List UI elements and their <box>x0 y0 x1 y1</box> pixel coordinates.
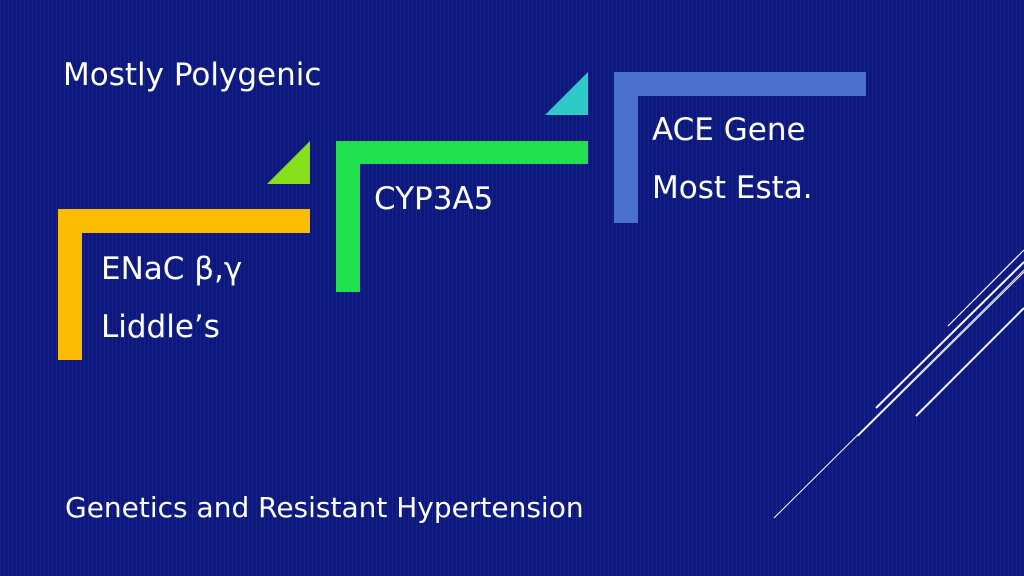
step-enac-line-2: Liddle’s <box>101 309 220 345</box>
step-enac-top-bar <box>58 209 310 233</box>
step-enac-side-bar <box>58 209 82 360</box>
step-ace-line-1: ACE Gene <box>652 112 806 148</box>
diagonal-line <box>947 249 1024 327</box>
step-enac-line-1: ENaC β,γ <box>101 251 243 287</box>
step-ace-side-bar <box>614 72 638 223</box>
accent-triangle-teal <box>545 72 588 115</box>
diagonal-line <box>857 271 1024 437</box>
step-ace-top-bar <box>614 72 866 96</box>
diagonal-line <box>875 261 1024 409</box>
diagonal-line <box>773 269 1024 519</box>
step-cyp-side-bar <box>336 141 360 292</box>
heading-text: Mostly Polygenic <box>63 57 322 93</box>
step-cyp-line-1: CYP3A5 <box>374 181 494 217</box>
step-ace-line-2: Most Esta. <box>652 170 813 206</box>
slide-title: Genetics and Resistant Hypertension <box>65 491 584 524</box>
accent-triangle-lime <box>267 141 310 184</box>
diagonal-line <box>915 307 1024 417</box>
step-cyp-top-bar <box>336 141 588 164</box>
